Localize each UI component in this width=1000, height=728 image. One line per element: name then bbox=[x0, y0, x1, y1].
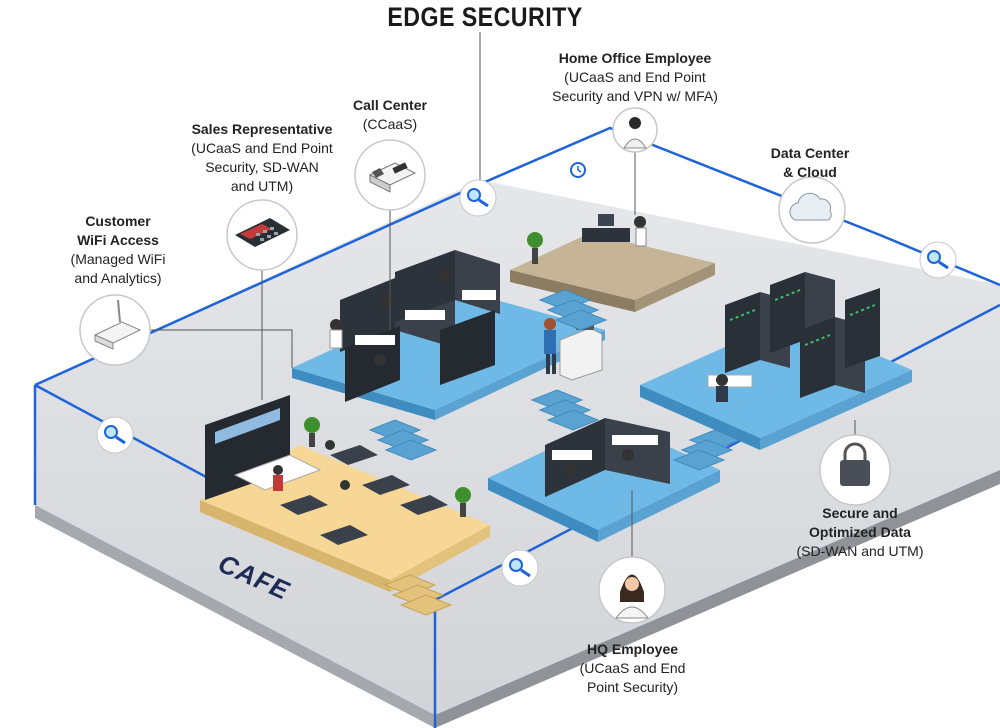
wifi-router-icon bbox=[79, 294, 151, 366]
sales-rep-heading: Sales Representative bbox=[191, 121, 333, 137]
secure-data-sub: (SD-WAN and UTM) bbox=[796, 543, 924, 559]
wall-clock-icon bbox=[570, 162, 586, 178]
hq-employee-sub-2: Point Security) bbox=[586, 679, 679, 695]
home-office-sub: (UCaaS and End Point bbox=[564, 69, 706, 85]
stairs-center bbox=[368, 389, 600, 461]
hq-employee-heading: HQ Employee bbox=[586, 641, 679, 657]
customer-wifi-heading-2: WiFi Access bbox=[77, 232, 159, 248]
cafe-area bbox=[200, 395, 490, 616]
hq-employee-sub: (UCaaS and End bbox=[579, 660, 686, 676]
stairs-home bbox=[538, 289, 608, 331]
search-icon bbox=[501, 549, 539, 587]
home-office-heading: Home Office Employee bbox=[558, 50, 712, 66]
employee-avatar-icon bbox=[612, 107, 658, 153]
label-secure-data: Secure and Optimized Data (SD-WAN and UT… bbox=[790, 504, 930, 561]
secure-data-heading-2: Optimized Data bbox=[809, 524, 911, 540]
search-icon bbox=[459, 179, 497, 217]
customer-wifi-heading: Customer bbox=[85, 213, 151, 229]
home-office-platform bbox=[510, 214, 715, 312]
label-home-office: Home Office Employee (UCaaS and End Poin… bbox=[535, 49, 735, 106]
server-racks bbox=[707, 272, 880, 402]
label-data-center: Data Center & Cloud bbox=[755, 144, 865, 182]
home-office-sub-2: Security and VPN w/ MFA) bbox=[552, 88, 718, 104]
label-call-center: Call Center (CCaaS) bbox=[340, 96, 440, 134]
cloud-icon bbox=[778, 176, 846, 244]
label-hq-employee: HQ Employee (UCaaS and End Point Securit… bbox=[565, 640, 700, 697]
data-center-heading: Data Center bbox=[770, 145, 850, 161]
call-center-heading: Call Center bbox=[353, 97, 427, 113]
label-customer-wifi: Customer WiFi Access (Managed WiFi and A… bbox=[58, 212, 178, 288]
padlock-icon bbox=[819, 434, 891, 506]
search-icon bbox=[96, 416, 134, 454]
label-sales-rep: Sales Representative (UCaaS and End Poin… bbox=[178, 120, 346, 196]
sales-rep-sub: (UCaaS and End Point bbox=[191, 140, 333, 156]
secure-data-heading: Secure and bbox=[822, 505, 898, 521]
page-title: EDGE SECURITY bbox=[387, 2, 583, 32]
search-icon bbox=[919, 241, 957, 279]
customer-wifi-sub: (Managed WiFi bbox=[70, 251, 166, 267]
call-center-cubicles bbox=[329, 250, 500, 402]
office-worker-figure bbox=[544, 318, 556, 374]
sales-rep-sub-3: and UTM) bbox=[230, 178, 294, 194]
card-terminal-icon bbox=[226, 199, 298, 271]
woman-avatar-icon bbox=[598, 556, 666, 624]
customer-wifi-sub-2: and Analytics) bbox=[74, 270, 162, 286]
sales-rep-sub-2: Security, SD-WAN bbox=[205, 159, 319, 175]
call-center-sub: (CCaaS) bbox=[362, 116, 418, 132]
data-center-heading-2: & Cloud bbox=[783, 164, 837, 180]
desk-phone-icon bbox=[354, 139, 426, 211]
